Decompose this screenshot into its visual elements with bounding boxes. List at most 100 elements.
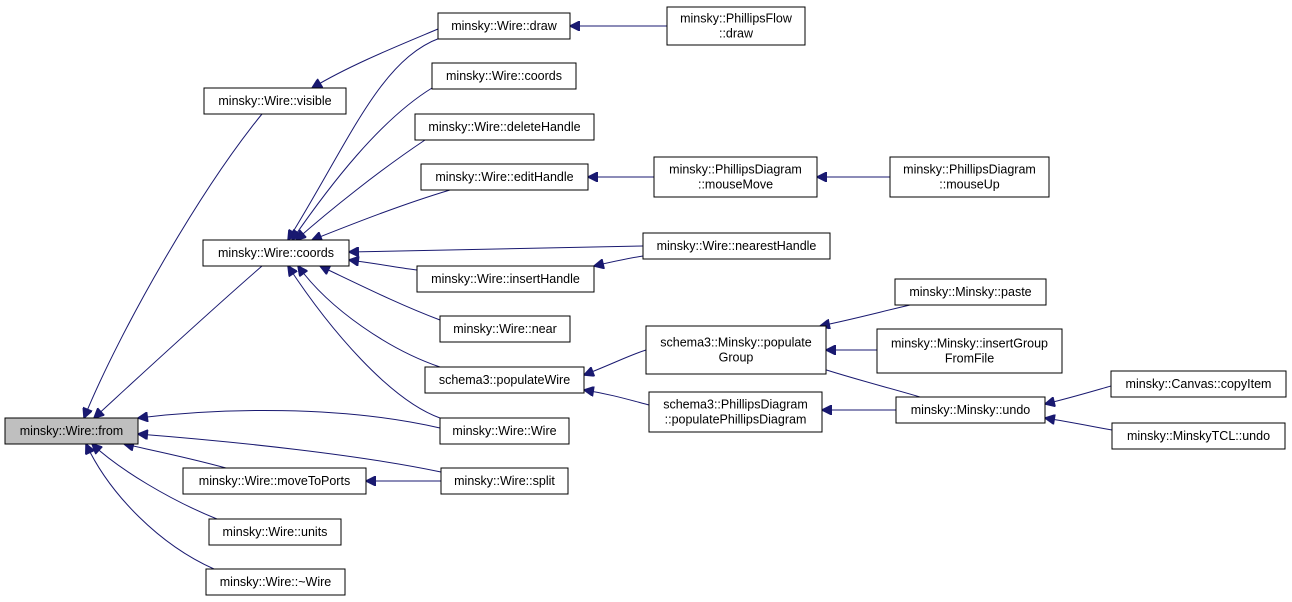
edge-populatePD-to-populateWire	[584, 390, 650, 406]
node-nearestHandle[interactable]: minsky::Wire::nearestHandle	[642, 232, 831, 260]
node-box	[648, 391, 823, 433]
node-box	[876, 328, 1063, 374]
node-dtor[interactable]: minsky::Wire::~Wire	[205, 568, 346, 596]
node-label: minsky::Wire::visible	[218, 94, 331, 108]
edge-units-to-from	[92, 444, 218, 520]
edge-coords_main-to-from	[94, 265, 263, 418]
edge-near-to-coords_main	[320, 266, 441, 321]
node-box	[642, 232, 831, 260]
node-label: minsky::Wire::nearestHandle	[657, 239, 817, 253]
node-label: ::mouseUp	[939, 178, 999, 192]
node-tclUndo[interactable]: minsky::MinskyTCL::undo	[1111, 422, 1286, 450]
node-label: schema3::populateWire	[439, 373, 570, 387]
edge-draw-to-visible	[312, 28, 439, 88]
node-box	[1110, 370, 1287, 398]
node-populateWire[interactable]: schema3::populateWire	[424, 366, 585, 394]
node-label: minsky::Wire::editHandle	[435, 170, 573, 184]
node-label: minsky::Minsky::paste	[909, 285, 1031, 299]
edge-draw-to-coords_main	[288, 37, 441, 240]
node-coords_main[interactable]: minsky::Wire::coords	[202, 239, 350, 267]
edge-coords2-to-coords_main	[292, 87, 433, 240]
node-copyItem[interactable]: minsky::Canvas::copyItem	[1110, 370, 1287, 398]
node-label: Group	[719, 351, 754, 365]
node-pdMouseUp[interactable]: minsky::PhillipsDiagram::mouseUp	[889, 156, 1050, 198]
edge-split-to-from	[138, 434, 442, 473]
node-box	[439, 417, 570, 445]
node-label: minsky::PhillipsFlow	[680, 12, 793, 26]
node-box	[424, 366, 585, 394]
node-deleteHandle[interactable]: minsky::Wire::deleteHandle	[414, 113, 595, 141]
node-box	[182, 467, 367, 495]
node-label: schema3::PhillipsDiagram	[663, 398, 808, 412]
edge-nearestHandle-to-coords_main	[349, 245, 644, 252]
node-populatePD[interactable]: schema3::PhillipsDiagram::populatePhilli…	[648, 391, 823, 433]
node-wireCtor[interactable]: minsky::Wire::Wire	[439, 417, 570, 445]
node-label: FromFile	[945, 352, 994, 366]
node-box	[414, 113, 595, 141]
node-box	[416, 265, 595, 293]
edge-copyItem-to-undo	[1045, 385, 1112, 404]
node-label: minsky::Wire::coords	[218, 246, 334, 260]
node-label: minsky::Minsky::undo	[911, 403, 1031, 417]
node-paste[interactable]: minsky::Minsky::paste	[894, 278, 1047, 306]
node-label: minsky::PhillipsDiagram	[903, 163, 1036, 177]
edges	[84, 26, 1113, 570]
edge-deleteHandle-to-coords_main	[296, 139, 426, 240]
node-label: schema3::Minsky::populate	[660, 336, 812, 350]
node-box	[431, 62, 577, 90]
node-box	[895, 396, 1046, 424]
edge-dtor-to-from	[86, 444, 215, 570]
node-label: minsky::Wire::split	[454, 474, 555, 488]
node-draw[interactable]: minsky::Wire::draw	[437, 12, 571, 40]
node-label: ::populatePhillipsDiagram	[665, 413, 807, 427]
edge-nearestHandle-to-insertHandle	[594, 255, 644, 266]
node-label: minsky::PhillipsDiagram	[669, 163, 802, 177]
node-label: minsky::Wire::Wire	[452, 424, 556, 438]
node-undo[interactable]: minsky::Minsky::undo	[895, 396, 1046, 424]
node-box	[202, 239, 350, 267]
node-box	[653, 156, 818, 198]
node-phillipsFlowDraw[interactable]: minsky::PhillipsFlow::draw	[666, 6, 806, 46]
node-label: minsky::Wire::moveToPorts	[199, 474, 350, 488]
node-box	[889, 156, 1050, 198]
edge-populateWire-to-coords_main	[298, 266, 441, 368]
node-visible[interactable]: minsky::Wire::visible	[203, 87, 347, 115]
node-label: minsky::Wire::draw	[451, 19, 558, 33]
nodes: minsky::Wire::fromminsky::Wire::visiblem…	[4, 6, 1287, 596]
node-box	[208, 518, 342, 546]
edge-insertHandle-to-coords_main	[349, 260, 418, 271]
node-box	[4, 417, 139, 445]
edge-wireCtor-to-coords_main	[288, 266, 441, 419]
node-label: minsky::Wire::insertHandle	[431, 272, 580, 286]
edge-populateGroup-to-populateWire	[584, 349, 647, 375]
node-insertHandle[interactable]: minsky::Wire::insertHandle	[416, 265, 595, 293]
node-label: ::mouseMove	[698, 178, 773, 192]
node-near[interactable]: minsky::Wire::near	[439, 315, 571, 343]
edge-moveToPorts-to-from	[124, 444, 227, 469]
node-label: minsky::Minsky::insertGroup	[891, 337, 1048, 351]
node-box	[420, 163, 589, 191]
edge-visible-to-from	[84, 113, 263, 418]
edge-wireCtor-to-from	[138, 409, 441, 429]
node-box	[666, 6, 806, 46]
edge-tclUndo-to-undo	[1045, 418, 1113, 431]
node-split[interactable]: minsky::Wire::split	[440, 467, 569, 495]
node-label: ::draw	[719, 27, 754, 41]
edge-paste-to-populateGroup	[820, 304, 911, 326]
node-box	[645, 325, 827, 375]
node-editHandle[interactable]: minsky::Wire::editHandle	[420, 163, 589, 191]
node-box	[205, 568, 346, 596]
node-units[interactable]: minsky::Wire::units	[208, 518, 342, 546]
node-box	[894, 278, 1047, 306]
node-coords2[interactable]: minsky::Wire::coords	[431, 62, 577, 90]
node-label: minsky::Wire::deleteHandle	[428, 120, 580, 134]
node-moveToPorts[interactable]: minsky::Wire::moveToPorts	[182, 467, 367, 495]
node-box	[1111, 422, 1286, 450]
node-from[interactable]: minsky::Wire::from	[4, 417, 139, 445]
node-box	[439, 315, 571, 343]
node-pdMouseMove[interactable]: minsky::PhillipsDiagram::mouseMove	[653, 156, 818, 198]
node-box	[203, 87, 347, 115]
